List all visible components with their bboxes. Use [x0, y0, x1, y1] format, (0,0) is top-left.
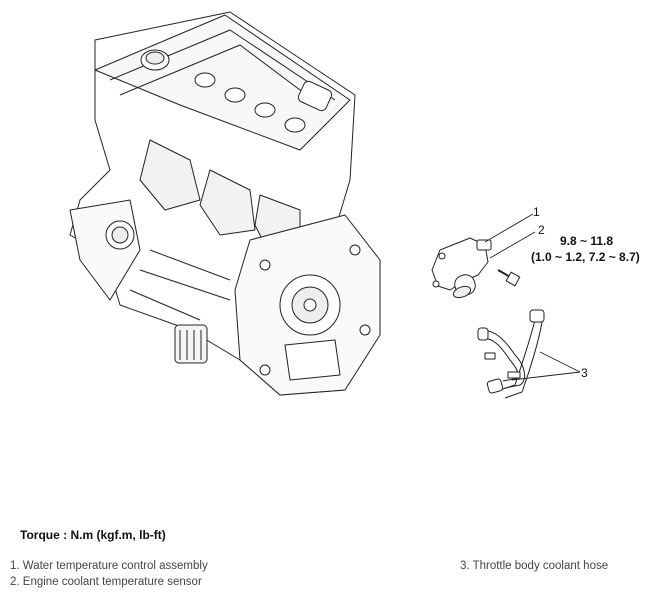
engine-diagram: 1 2 3 9.8 ~ 11.8 (1.0 ~ 1.2, 7.2 ~ 8.7): [69, 11, 640, 399]
legend-item: 1. Water temperature control assembly: [10, 560, 208, 572]
bolt: [497, 269, 521, 287]
water-temperature-control-assembly: [431, 237, 492, 299]
legend-item: 2. Engine coolant temperature sensor: [10, 576, 202, 588]
engine-block: [69, 11, 381, 396]
callout-2: 2: [538, 223, 545, 237]
callout-1: 1: [533, 205, 540, 219]
flywheel-housing: [234, 214, 381, 396]
oil-filter: [174, 324, 208, 364]
leader-lines: [484, 213, 581, 381]
torque-spec-converted: (1.0 ~ 1.2, 7.2 ~ 8.7): [531, 250, 640, 264]
torque-spec-value: 9.8 ~ 11.8: [560, 234, 613, 248]
throttle-body-coolant-hose: [477, 309, 545, 399]
coolant-temperature-sensor: [476, 239, 492, 251]
legend-item: 3. Throttle body coolant hose: [460, 560, 609, 572]
callout-3: 3: [581, 366, 588, 380]
torque-heading: Torque : N.m (kgf.m, lb-ft): [20, 528, 166, 542]
